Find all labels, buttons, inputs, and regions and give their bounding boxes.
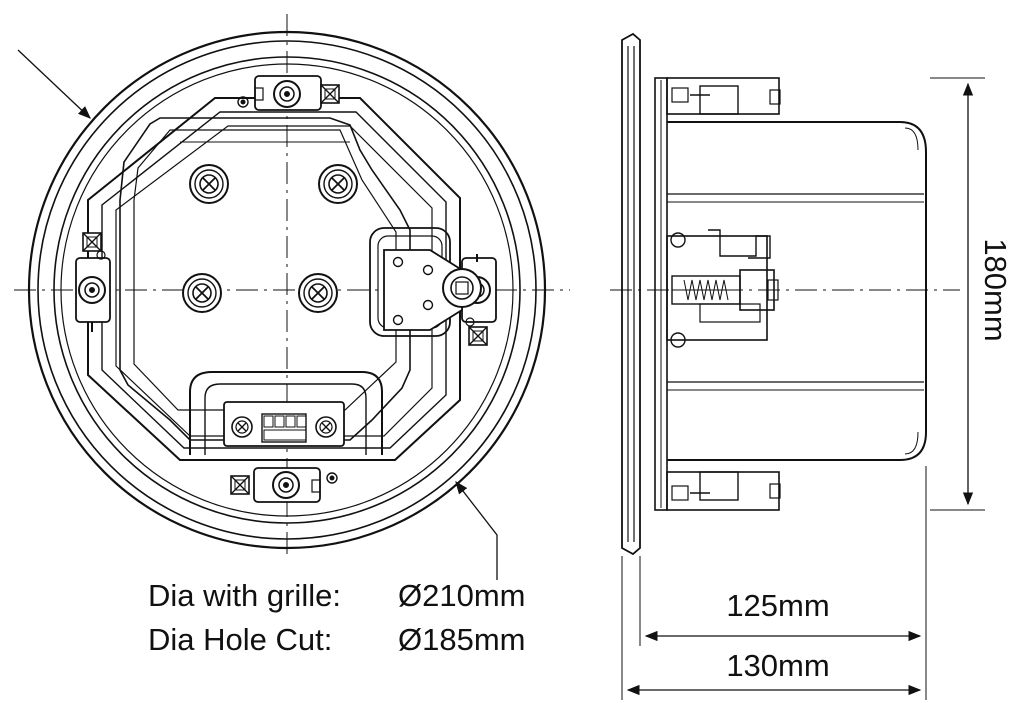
mount-screw-top-right	[318, 164, 358, 204]
leader-line-bottom	[455, 480, 498, 580]
side-back-can	[667, 121, 927, 461]
mount-screw-mid-left	[182, 273, 222, 313]
terminal-hood	[189, 371, 383, 455]
leader-line-top	[17, 49, 91, 119]
grille-inner-ring	[37, 40, 537, 540]
mount-screw-top-left	[189, 164, 229, 204]
grille-diameter-label: Dia with grille:	[148, 578, 341, 613]
tap-plate	[383, 249, 463, 331]
side-view	[610, 32, 985, 700]
depth-total-label: 130mm	[726, 648, 829, 683]
grille-outer-ring	[27, 30, 547, 550]
height-label: 180mm	[978, 238, 1013, 341]
hole-cut-value: Ø185mm	[398, 622, 525, 657]
grille-diameter-value: Ø210mm	[398, 578, 525, 613]
depth-body-label: 125mm	[726, 588, 829, 623]
side-flange	[621, 32, 641, 556]
mount-screw-mid-right	[298, 273, 338, 313]
hole-cut-label: Dia Hole Cut:	[148, 622, 332, 657]
front-view	[14, 14, 570, 580]
